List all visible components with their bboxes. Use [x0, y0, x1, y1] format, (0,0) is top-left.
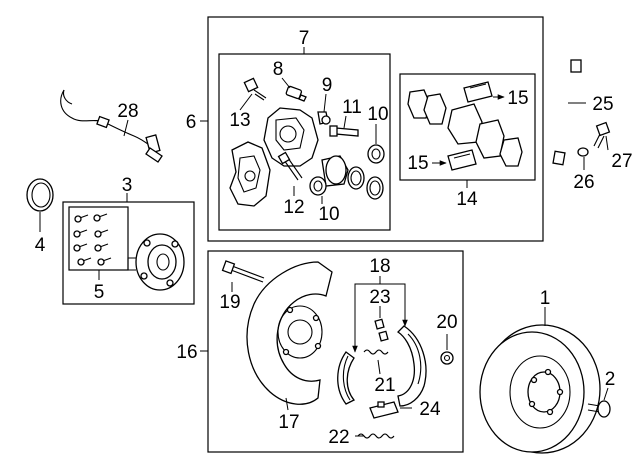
label-21: 21 [374, 375, 395, 396]
label-28: 28 [117, 101, 138, 122]
pad-clip-lower-part [432, 149, 477, 171]
label-7: 7 [299, 28, 310, 49]
label-20: 20 [436, 312, 457, 333]
bleeder-cap-part [317, 93, 331, 125]
brake-pads-part [407, 89, 523, 167]
label-2: 2 [605, 369, 616, 390]
abs-sensor-wire-part [60, 89, 163, 163]
caliper-group-box [207, 16, 544, 242]
label-15-lower: 15 [407, 153, 428, 174]
brake-shoe-right-part [396, 325, 427, 407]
label-25: 25 [592, 94, 613, 115]
bleeder-screw-part [281, 77, 307, 102]
caliper-housing-part [263, 107, 319, 167]
hold-down-washer-part [440, 334, 454, 365]
label-8: 8 [273, 59, 284, 80]
label-9: 9 [322, 75, 333, 96]
adjuster-part [374, 306, 389, 342]
backing-plate-part [246, 261, 333, 411]
hub-group-box [62, 201, 195, 305]
hose-bolt-part [593, 121, 611, 151]
label-27: 27 [611, 151, 632, 172]
piston-seal-part [347, 166, 384, 200]
hub-bearing-part [127, 233, 185, 291]
guide-pin-part [329, 115, 359, 137]
label-1: 1 [540, 288, 551, 309]
piston-part [321, 155, 349, 187]
label-14: 14 [456, 189, 478, 210]
strut-part [369, 401, 412, 419]
bracket-bolt-part [239, 77, 267, 111]
upper-spring-part [363, 349, 389, 375]
label-17: 17 [278, 412, 299, 433]
hose-washer-part [577, 147, 589, 170]
lower-spring-part [355, 433, 395, 439]
pad-clip-upper-part [463, 81, 505, 103]
caliper-bracket-part [229, 141, 271, 207]
brake-rotor-part [479, 307, 601, 454]
brake-shoe-left-part [337, 351, 356, 405]
brake-hose-part [552, 59, 586, 166]
pin-boot-upper-part [367, 124, 385, 164]
caliper-bolt-part [277, 151, 303, 196]
label-10-lower: 10 [318, 204, 339, 225]
label-4: 4 [35, 235, 46, 256]
pin-boot-lower-part [309, 176, 327, 204]
label-5: 5 [94, 282, 105, 303]
wheel-studs-part [73, 213, 112, 280]
label-3: 3 [122, 175, 133, 196]
label-15-upper: 15 [507, 88, 528, 109]
label-12: 12 [283, 197, 304, 218]
label-6: 6 [186, 112, 197, 133]
label-23: 23 [369, 287, 390, 308]
label-24: 24 [419, 399, 441, 420]
label-26: 26 [573, 172, 594, 193]
label-13: 13 [229, 110, 250, 131]
label-10-upper: 10 [367, 104, 388, 125]
label-18: 18 [369, 256, 390, 277]
rotor-screw-part [587, 387, 611, 418]
label-16: 16 [176, 342, 197, 363]
seal-ring-part [26, 178, 54, 232]
label-11: 11 [342, 97, 362, 118]
label-22: 22 [328, 427, 349, 448]
brake-shoe-group-box [207, 250, 464, 453]
backing-plate-bolt-part [221, 260, 265, 292]
shoe-kit-lead [352, 276, 408, 353]
label-19: 19 [219, 292, 240, 313]
